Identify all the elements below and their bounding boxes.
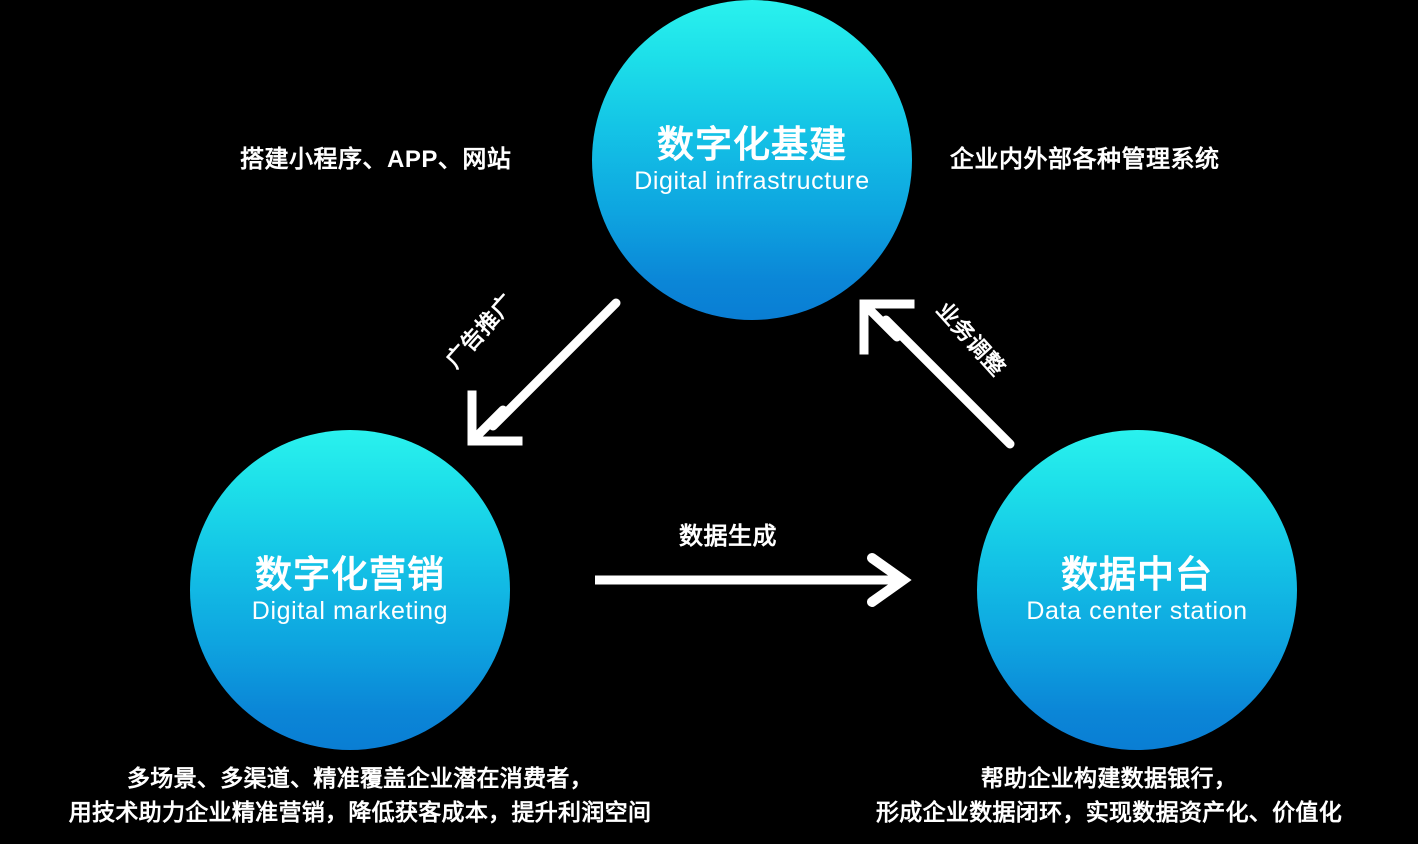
node-right-title-cn: 数据中台: [1061, 553, 1213, 595]
caption-digital-marketing: 多场景、多渠道、精准覆盖企业潜在消费者， 用技术助力企业精准营销，降低获客成本，…: [0, 762, 720, 829]
side-label-top-left: 搭建小程序、APP、网站: [240, 146, 512, 173]
caption-left-line-2: 用技术助力企业精准营销，降低获客成本，提升利润空间: [68, 798, 652, 825]
edge-label-top-to-left: 广告推广: [440, 289, 520, 373]
node-right-title-en: Data center station: [1026, 597, 1248, 626]
arrow-left-to-right-icon: [595, 553, 912, 607]
side-label-top-right: 企业内外部各种管理系统: [950, 146, 1220, 173]
edge-label-left-to-right: 数据生成: [679, 523, 777, 550]
node-top-title-en: Digital infrastructure: [634, 167, 870, 196]
node-top-title-cn: 数字化基建: [657, 123, 847, 165]
caption-right-line-1: 帮助企业构建数据银行，: [980, 765, 1238, 791]
node-digital-marketing[interactable]: 数字化营销 Digital marketing: [190, 430, 510, 750]
caption-right-line-2: 形成企业数据闭环，实现数据资产化、价值化: [876, 798, 1342, 825]
caption-left-line-1: 多场景、多渠道、精准覆盖企业潜在消费者，: [127, 765, 593, 791]
node-left-title-cn: 数字化营销: [255, 553, 445, 595]
caption-data-center-station: 帮助企业构建数据银行， 形成企业数据闭环，实现数据资产化、价值化: [800, 762, 1418, 829]
edge-label-right-to-top: 业务调整: [931, 297, 1011, 381]
node-digital-infrastructure[interactable]: 数字化基建 Digital infrastructure: [592, 0, 912, 320]
node-data-center-station[interactable]: 数据中台 Data center station: [977, 430, 1297, 750]
node-left-title-en: Digital marketing: [251, 597, 449, 626]
